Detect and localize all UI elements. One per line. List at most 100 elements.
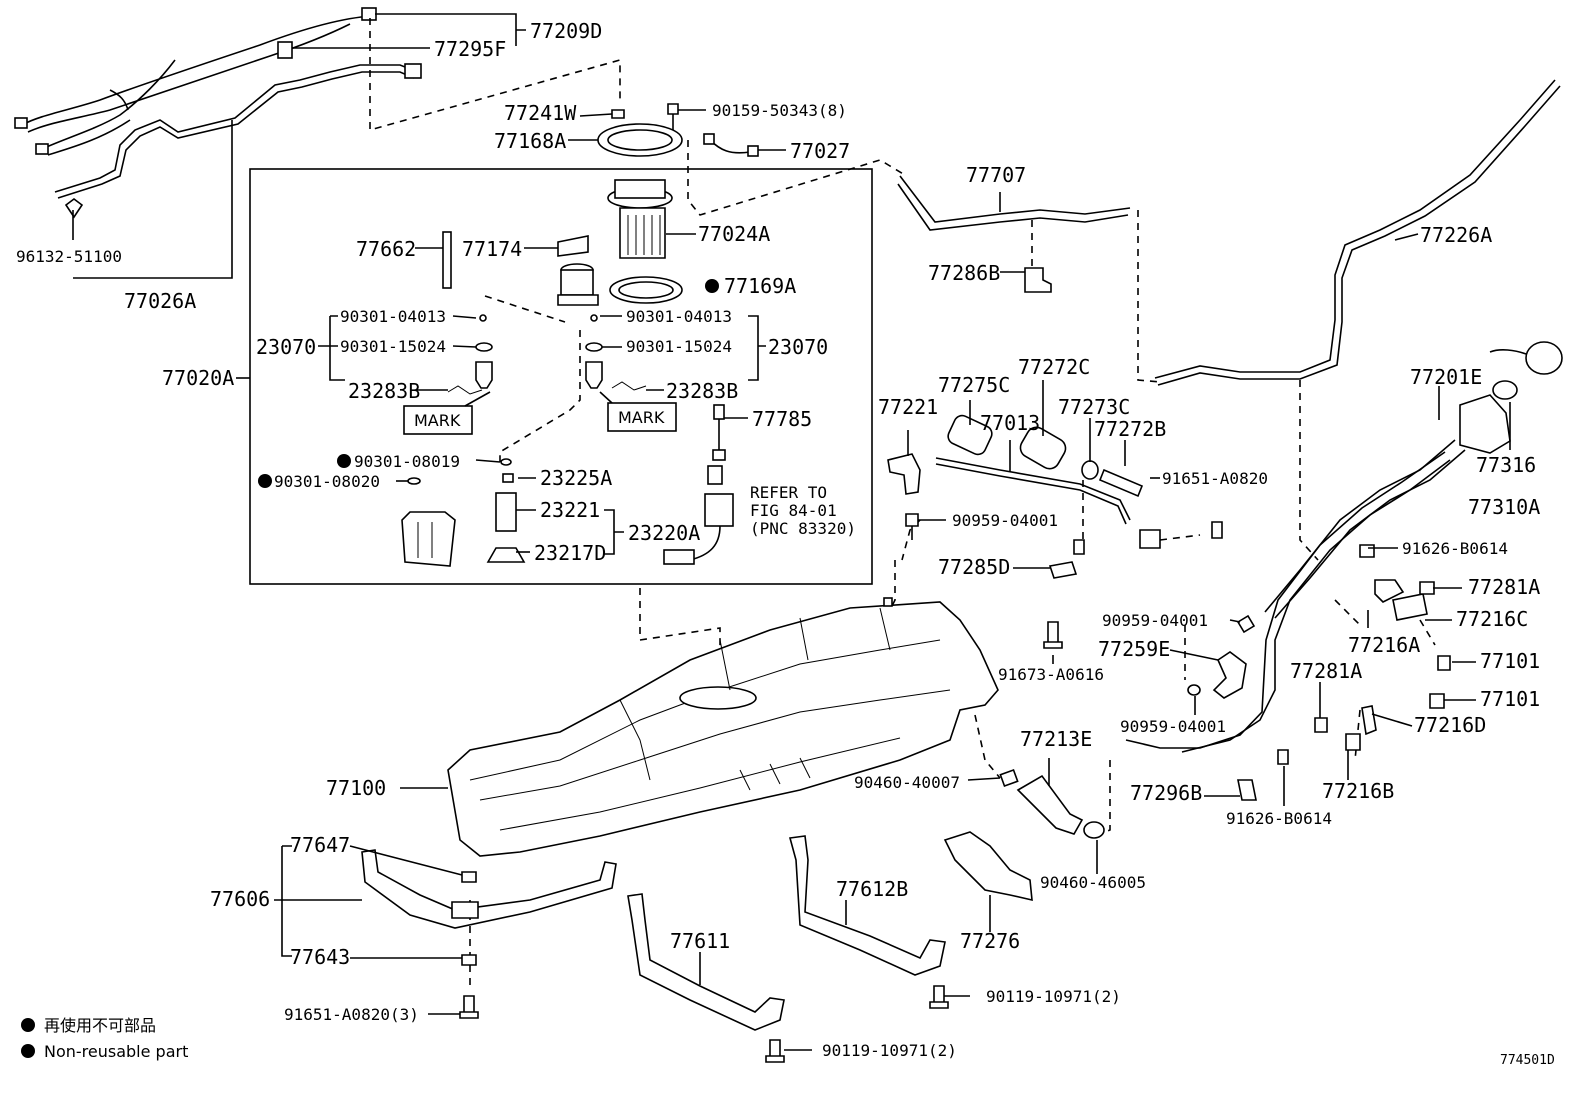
legend-text-en: Non-reusable part <box>44 1042 188 1061</box>
label-90959-04001-b: 90959-04001 <box>1102 611 1208 630</box>
label-77024A: 77024A <box>698 222 770 246</box>
pump-housing <box>557 263 599 306</box>
label-90301-08020: 90301-08020 <box>274 472 380 491</box>
fuel-pump-23221 <box>495 492 517 532</box>
label-90460-40007: 90460-40007 <box>854 773 960 792</box>
label-77273C: 77273C <box>1058 395 1130 419</box>
label-77027: 77027 <box>790 139 850 163</box>
mark-box-left-frame <box>403 405 473 435</box>
label-77216A: 77216A <box>1348 633 1420 657</box>
label-77296B: 77296B <box>1130 781 1202 805</box>
strap-77606 <box>361 849 617 929</box>
pressure-regulator-right <box>585 361 603 389</box>
label-77174: 77174 <box>462 237 522 261</box>
label-77026A: 77026A <box>124 289 196 313</box>
fuel-tank-77100 <box>447 597 999 857</box>
label-23220A: 23220A <box>628 521 700 545</box>
label-23221: 23221 <box>540 498 600 522</box>
label-90301-15024-right: 90301-15024 <box>626 337 732 356</box>
label-23070-left: 23070 <box>256 335 316 359</box>
label-77785: 77785 <box>752 407 812 431</box>
label-77272C: 77272C <box>1018 355 1090 379</box>
label-77013: 77013 <box>980 411 1040 435</box>
diagram-id: 774501D <box>1500 1053 1555 1068</box>
filter-housing <box>401 511 456 567</box>
label-77169A: 77169A <box>724 274 796 298</box>
strap-77612B <box>788 835 946 976</box>
label-23283B-right: 23283B <box>666 379 738 403</box>
mark-label-right: MARK <box>618 408 665 427</box>
label-90301-08019: 90301-08019 <box>354 452 460 471</box>
label-77168A: 77168A <box>494 129 566 153</box>
label-77221: 77221 <box>878 395 938 419</box>
label-23217D: 23217D <box>534 541 606 565</box>
label-77209D: 77209D <box>530 19 602 43</box>
label-96132-51100: 96132-51100 <box>16 247 122 266</box>
label-77295F: 77295F <box>434 37 506 61</box>
non-reusable-marker-90301-08020 <box>258 474 272 488</box>
label-23070-right: 23070 <box>768 335 828 359</box>
label-77611: 77611 <box>670 929 730 953</box>
filler-pipe-77201E <box>1125 341 1563 753</box>
label-77310A: 77310A <box>1468 495 1540 519</box>
label-90119-10971-a: 90119-10971(2) <box>986 987 1121 1006</box>
legend-bullet-en <box>21 1044 35 1058</box>
mark-label-left: MARK <box>414 411 461 430</box>
label-77707: 77707 <box>966 163 1026 187</box>
label-77101-a: 77101 <box>1480 649 1540 673</box>
label-77226A: 77226A <box>1420 223 1492 247</box>
label-77241W: 77241W <box>504 101 577 125</box>
label-77281A-b: 77281A <box>1290 659 1362 683</box>
pressure-regulator-left <box>475 361 493 389</box>
part-labels: 77209D 77295F 96132-51100 77026A 77241W … <box>16 19 1555 1068</box>
label-90301-04013-right: 90301-04013 <box>626 307 732 326</box>
label-91651-A0820-3: 91651-A0820(3) <box>284 1005 419 1024</box>
label-90301-04013-left: 90301-04013 <box>340 307 446 326</box>
label-91626-B0614-a: 91626-B0614 <box>1402 539 1508 558</box>
label-77216D: 77216D <box>1414 713 1486 737</box>
label-77201E: 77201E <box>1410 365 1482 389</box>
strap-77611 <box>627 893 785 1031</box>
label-77020A: 77020A <box>162 366 234 390</box>
label-77285D: 77285D <box>938 555 1010 579</box>
label-90159-50343: 90159-50343(8) <box>712 101 847 120</box>
label-90301-15024-left: 90301-15024 <box>340 337 446 356</box>
refer-line-3: (PNC 83320) <box>750 519 856 538</box>
wire-harness-77209D <box>14 7 377 156</box>
label-77216C: 77216C <box>1456 607 1528 631</box>
label-77213E: 77213E <box>1020 727 1092 751</box>
label-77643: 77643 <box>290 945 350 969</box>
label-77276: 77276 <box>960 929 1020 953</box>
label-77606: 77606 <box>210 887 270 911</box>
label-90959-04001-a: 90959-04001 <box>952 511 1058 530</box>
hose-77221 <box>887 453 921 495</box>
label-77281A-a: 77281A <box>1468 575 1540 599</box>
label-77216B: 77216B <box>1322 779 1394 803</box>
fuel-pump-77024A <box>607 179 673 259</box>
mark-box-right-frame <box>607 402 677 432</box>
label-23225A: 23225A <box>540 466 612 490</box>
legend-bullet-jp <box>21 1018 35 1032</box>
label-23283B-left: 23283B <box>348 379 420 403</box>
label-91673-A0616: 91673-A0616 <box>998 665 1104 684</box>
label-77259E: 77259E <box>1098 637 1170 661</box>
label-90119-10971-b: 90119-10971(2) <box>822 1041 957 1060</box>
label-77275C: 77275C <box>938 373 1010 397</box>
non-reusable-marker-77169A <box>705 279 719 293</box>
label-77647: 77647 <box>290 833 350 857</box>
label-77101-b: 77101 <box>1480 687 1540 711</box>
label-77662: 77662 <box>356 237 416 261</box>
label-77612B: 77612B <box>836 877 908 901</box>
label-77100: 77100 <box>326 776 386 800</box>
leader-lines <box>72 13 1511 1051</box>
sub-assembly-77020A-frame <box>249 168 873 585</box>
protector-77276 <box>943 831 1033 902</box>
legend-text-jp: 再使用不可部品 <box>44 1016 156 1035</box>
label-90460-46005: 90460-46005 <box>1040 873 1146 892</box>
non-reusable-marker-90301-08019 <box>337 454 351 468</box>
tube-77026A <box>54 63 422 219</box>
label-90959-04001-c: 90959-04001 <box>1120 717 1226 736</box>
label-77272B: 77272B <box>1094 417 1166 441</box>
